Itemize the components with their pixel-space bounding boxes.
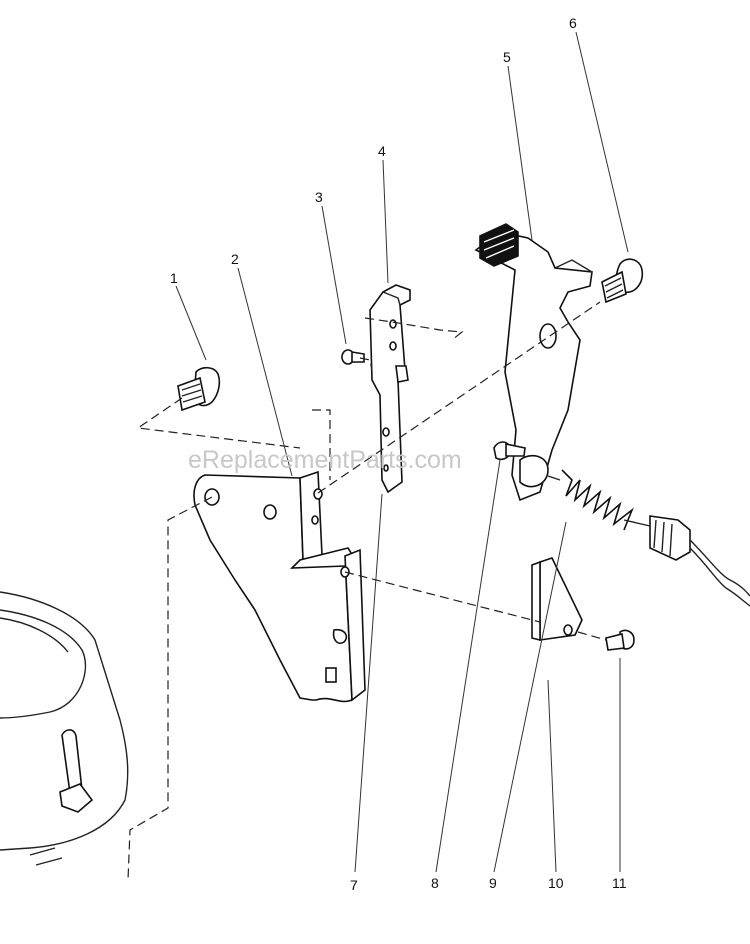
callout-7: 7: [350, 877, 358, 893]
leader-lines: [175, 31, 629, 873]
callout-6: 6: [569, 15, 577, 31]
part-bolt-6: [601, 258, 644, 304]
callout-numbers: 1 2 3 4 5 6 7 8 9 10 11: [170, 15, 627, 893]
part-link-4: [369, 284, 411, 494]
callout-4: 4: [378, 143, 386, 159]
assembly-lines: [127, 301, 607, 881]
callout-1: 1: [170, 270, 178, 286]
watermark: eReplacementParts.com: [188, 446, 462, 474]
callout-3: 3: [315, 189, 323, 205]
part-bolt-1: [177, 366, 221, 412]
callout-2: 2: [231, 251, 239, 267]
callout-8: 8: [431, 875, 439, 891]
part-screw-8: [493, 441, 526, 461]
part-lever-5: [474, 223, 593, 502]
callout-9: 9: [489, 875, 497, 891]
part-bracket-2: [193, 470, 366, 703]
callout-11: 11: [612, 875, 627, 891]
engine-housing: [0, 591, 129, 866]
part-bolt-11: [605, 629, 635, 651]
callout-10: 10: [548, 875, 564, 891]
callout-5: 5: [503, 49, 511, 65]
part-plate-10: [531, 557, 583, 642]
part-pin-3: [341, 349, 365, 365]
part-spring-cable-9: [547, 469, 750, 607]
